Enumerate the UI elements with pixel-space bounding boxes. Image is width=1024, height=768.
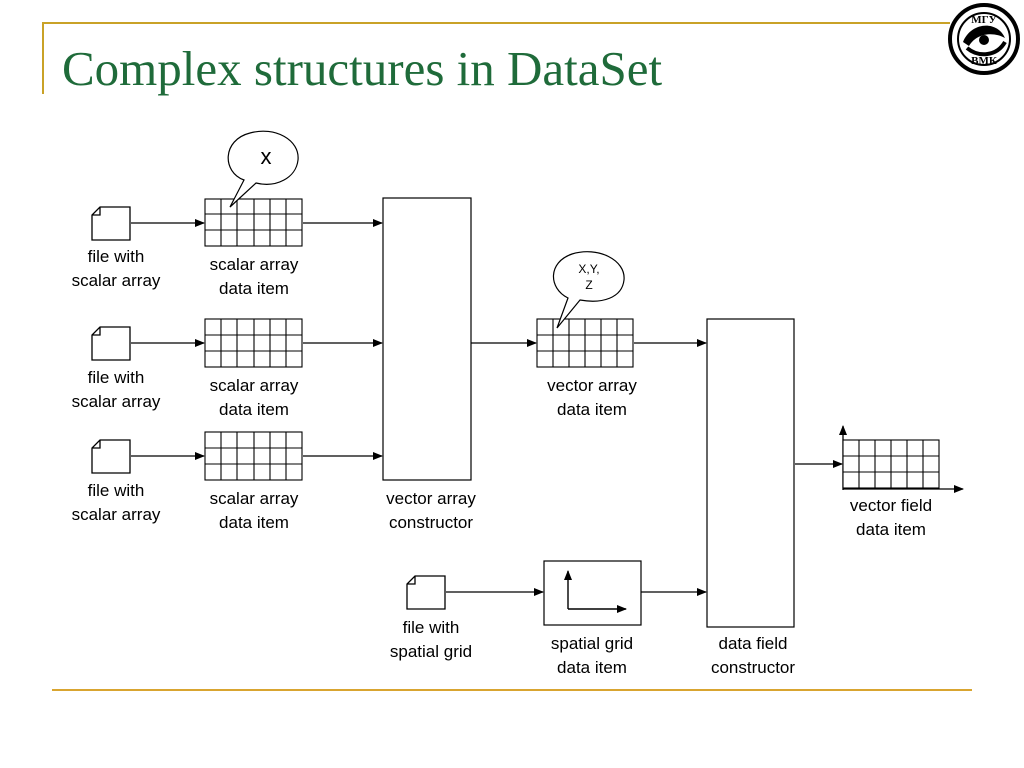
msu-cmc-logo-icon: МГУ ВМК bbox=[948, 3, 1020, 75]
file-icon-grid bbox=[406, 575, 446, 610]
vector-array-grid bbox=[536, 318, 634, 368]
vector-array-constructor-box bbox=[382, 197, 472, 481]
data-field-constructor-box bbox=[706, 318, 795, 628]
logo-bottom-text: ВМК bbox=[971, 55, 997, 67]
file-icon-scalar-2 bbox=[91, 326, 131, 361]
vector-field-grid bbox=[842, 439, 940, 489]
speech-bubble-scalar bbox=[227, 130, 299, 208]
file-icon-scalar-3 bbox=[91, 439, 131, 474]
scalar-array-grid-2 bbox=[204, 318, 303, 368]
speech-bubble-scalar-text: x bbox=[260, 144, 272, 169]
page-title: Complex structures in DataSet bbox=[62, 41, 663, 96]
speech-bubble-vector-text: X,Y, Z bbox=[562, 261, 616, 293]
scalar-array-grid-3 bbox=[204, 431, 303, 481]
spatial-grid-box bbox=[543, 560, 642, 626]
footer-rule bbox=[52, 689, 972, 691]
title-top-rule bbox=[42, 22, 950, 24]
speech-bubble-vector bbox=[552, 251, 625, 329]
file-icon-scalar-1 bbox=[91, 206, 131, 241]
logo-top-text: МГУ bbox=[971, 14, 996, 26]
speech-bubble-vector-line1: X,Y, bbox=[578, 262, 600, 276]
scalar-array-grid-1 bbox=[204, 198, 303, 247]
title-left-bar bbox=[42, 22, 44, 94]
speech-bubble-vector-line2: Z bbox=[585, 278, 593, 292]
